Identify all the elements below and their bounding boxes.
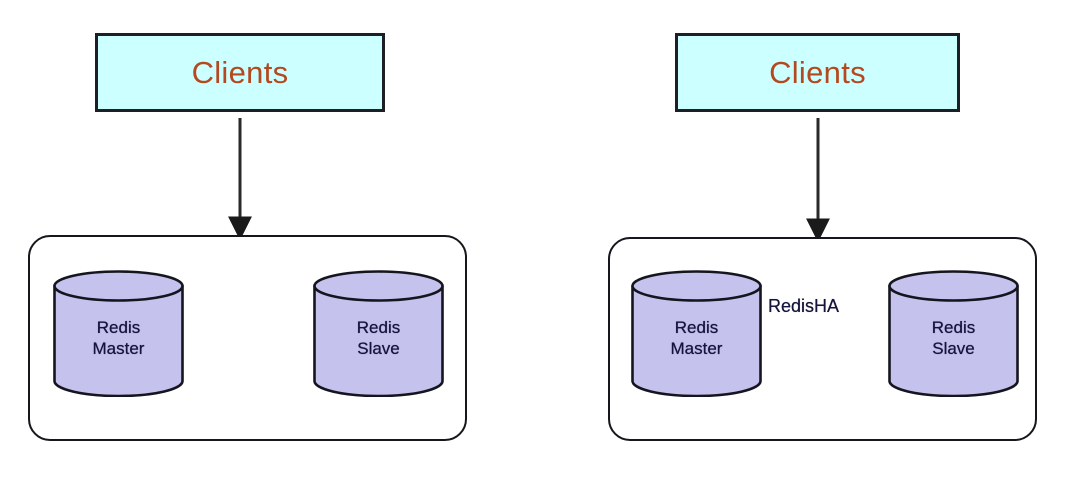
clients-label: Clients <box>191 55 289 90</box>
node-redis-master[interactable]: Redis Master <box>53 270 184 398</box>
node-redis-slave[interactable]: Redis Slave <box>888 270 1019 398</box>
cylinder-shape <box>53 270 184 398</box>
clients-box[interactable]: Clients <box>95 33 385 112</box>
clients-box[interactable]: Clients <box>675 33 960 112</box>
clients-label: Clients <box>769 55 866 90</box>
diagram-left: Clients Redis <box>28 33 467 441</box>
node-redis-slave[interactable]: Redis Slave <box>313 270 444 398</box>
cylinder-shape <box>888 270 1019 398</box>
cylinder-shape <box>631 270 762 398</box>
cylinder-shape <box>313 270 444 398</box>
replication-edge-label: RedisHA <box>768 296 840 316</box>
node-redis-master[interactable]: Redis Master <box>631 270 762 398</box>
diagram-right: Clients Redis Master <box>540 0 1080 478</box>
